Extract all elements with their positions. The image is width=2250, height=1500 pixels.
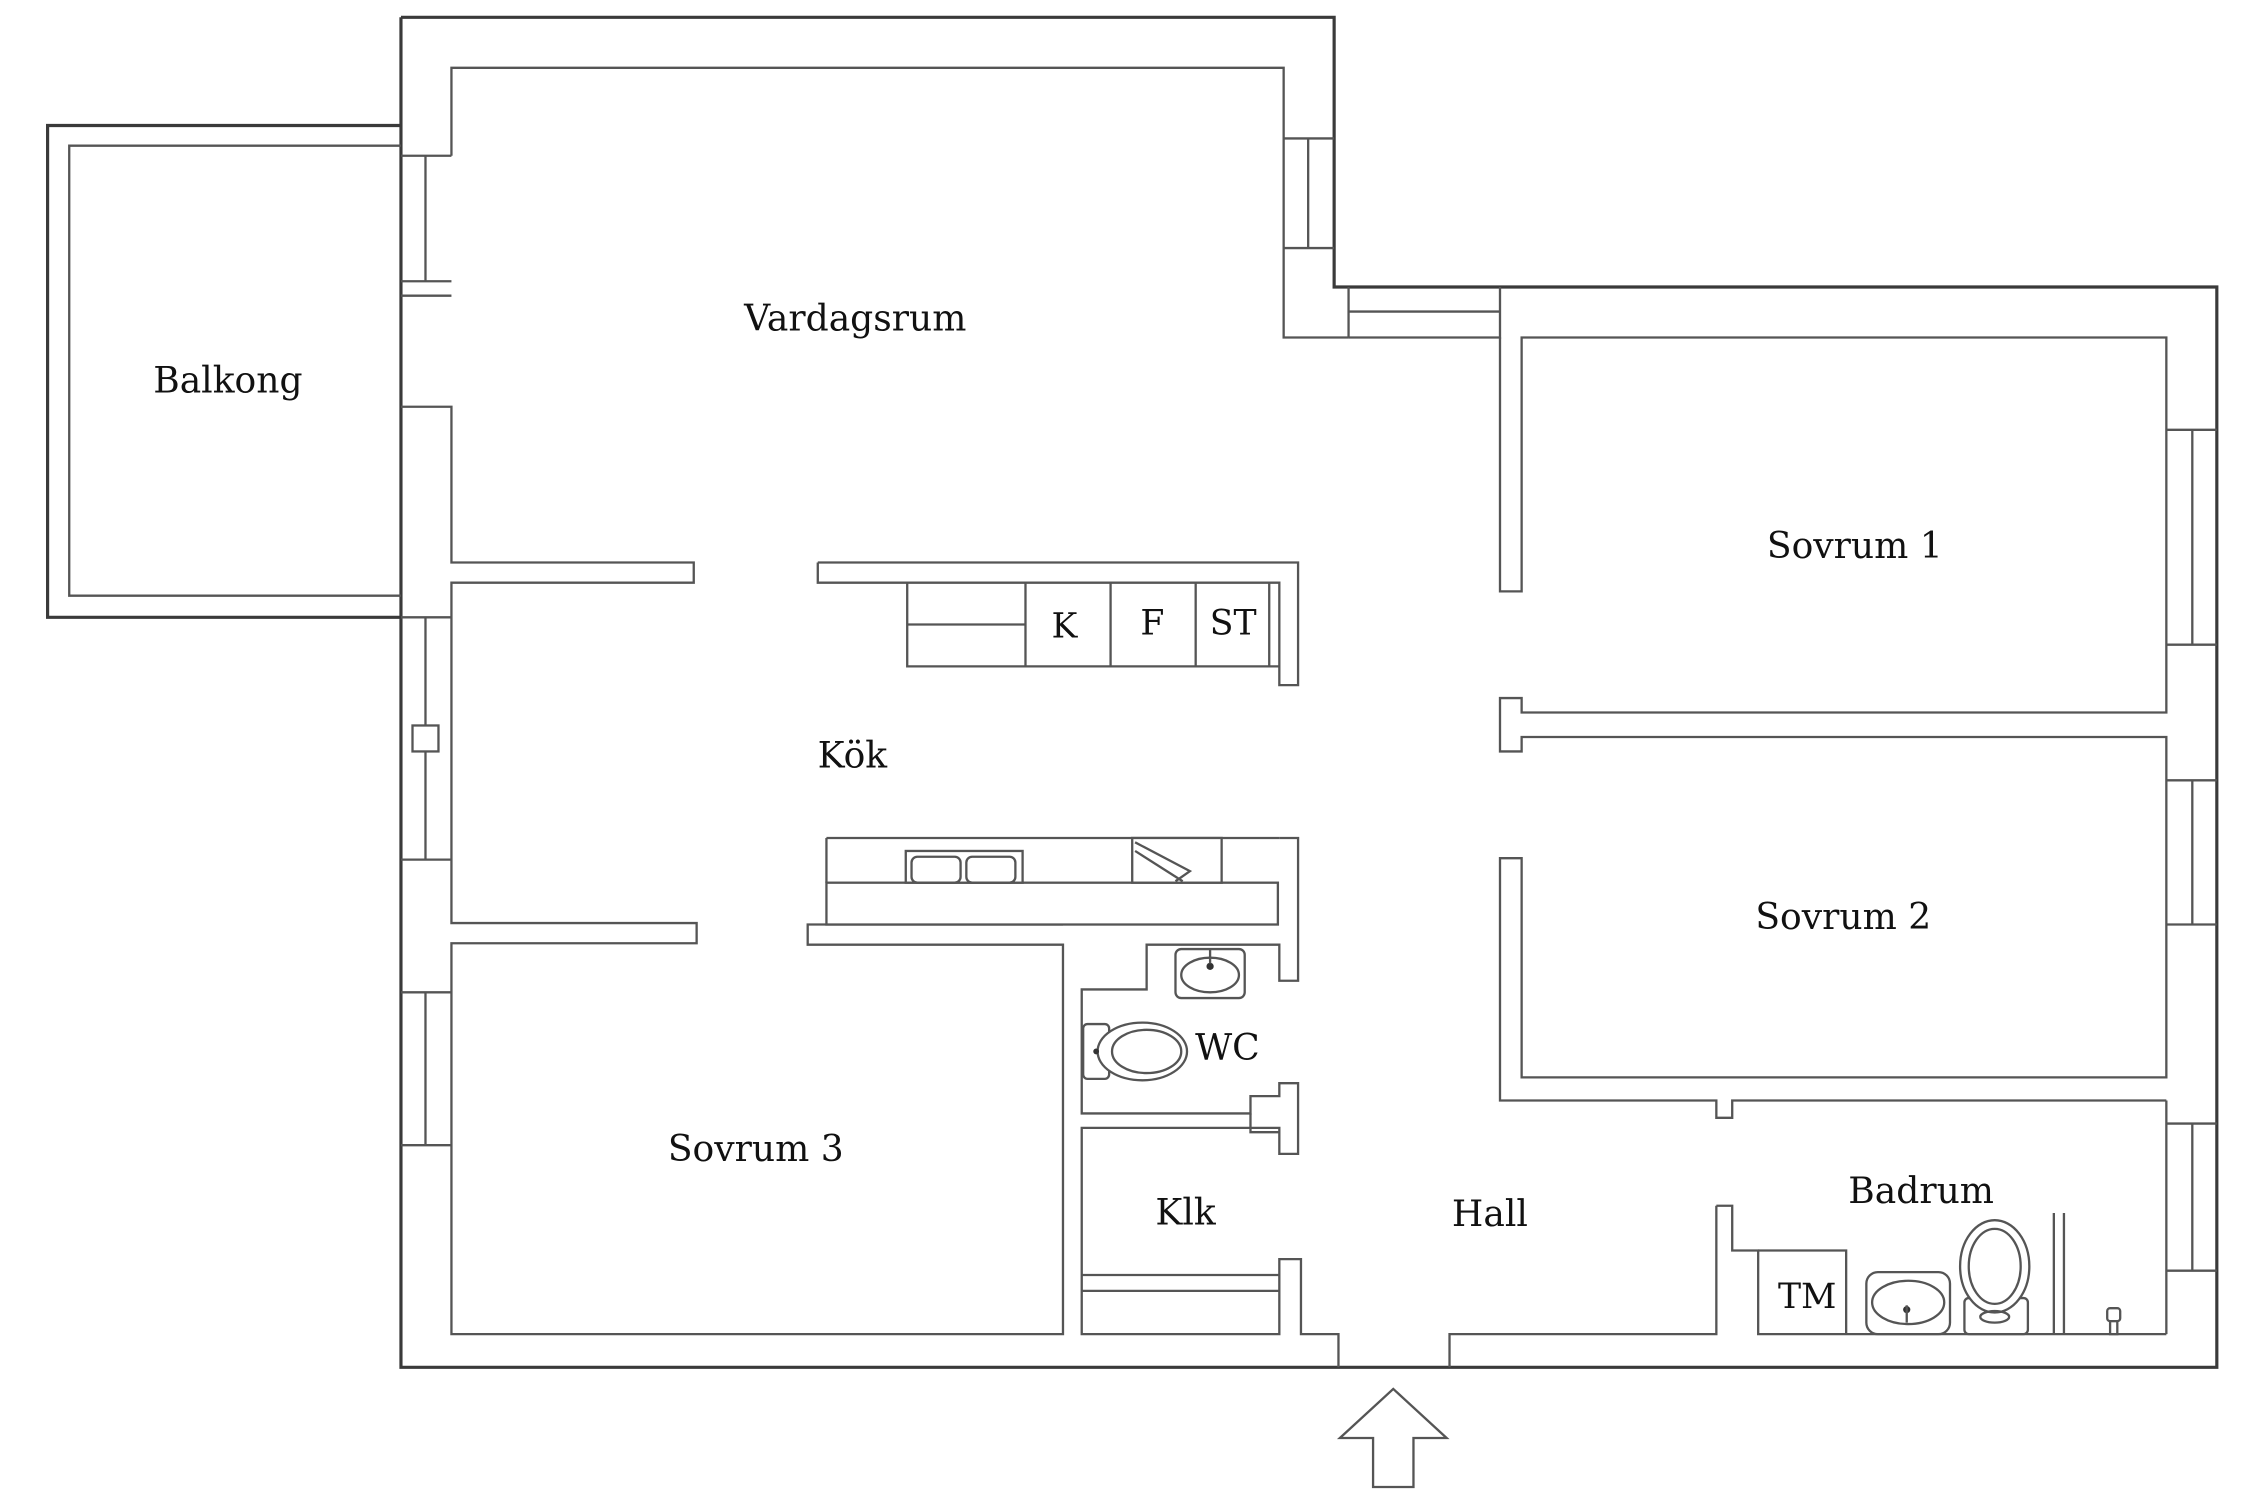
- balcony: [46, 123, 401, 619]
- label-badrum: Badrum: [1848, 1170, 1994, 1212]
- inner-walls: [400, 66, 2217, 1368]
- label-k: K: [1051, 607, 1078, 647]
- label-sovrum-1: Sovrum 1: [1767, 525, 1943, 567]
- label-vardagsrum: Vardagsrum: [743, 297, 966, 339]
- outer-walls: [399, 15, 2219, 1369]
- label-sovrum-3: Sovrum 3: [668, 1128, 844, 1170]
- label-wc: WC: [1195, 1027, 1260, 1069]
- label-f: F: [1140, 604, 1164, 644]
- bath-toilet: [1958, 1219, 2031, 1336]
- label-hall: Hall: [1452, 1193, 1528, 1235]
- label-klk: Klk: [1155, 1192, 1216, 1234]
- bath-washbasin: [1865, 1270, 1952, 1336]
- label-tm: TM: [1778, 1277, 1837, 1317]
- label-st: ST: [1210, 604, 1257, 644]
- entrance-arrow-icon: [1336, 1387, 1450, 1489]
- label-sovrum-2: Sovrum 2: [1755, 896, 1931, 938]
- room-labels: Vardagsrum Balkong Sovrum 1 Sovrum 2 Sov…: [153, 297, 1994, 1317]
- label-balkong: Balkong: [153, 359, 302, 401]
- floor-drain: [2106, 1307, 2122, 1336]
- wc-washbasin: [1174, 947, 1246, 1000]
- wc-toilet: [1082, 1021, 1189, 1082]
- label-kok: Kök: [818, 734, 889, 776]
